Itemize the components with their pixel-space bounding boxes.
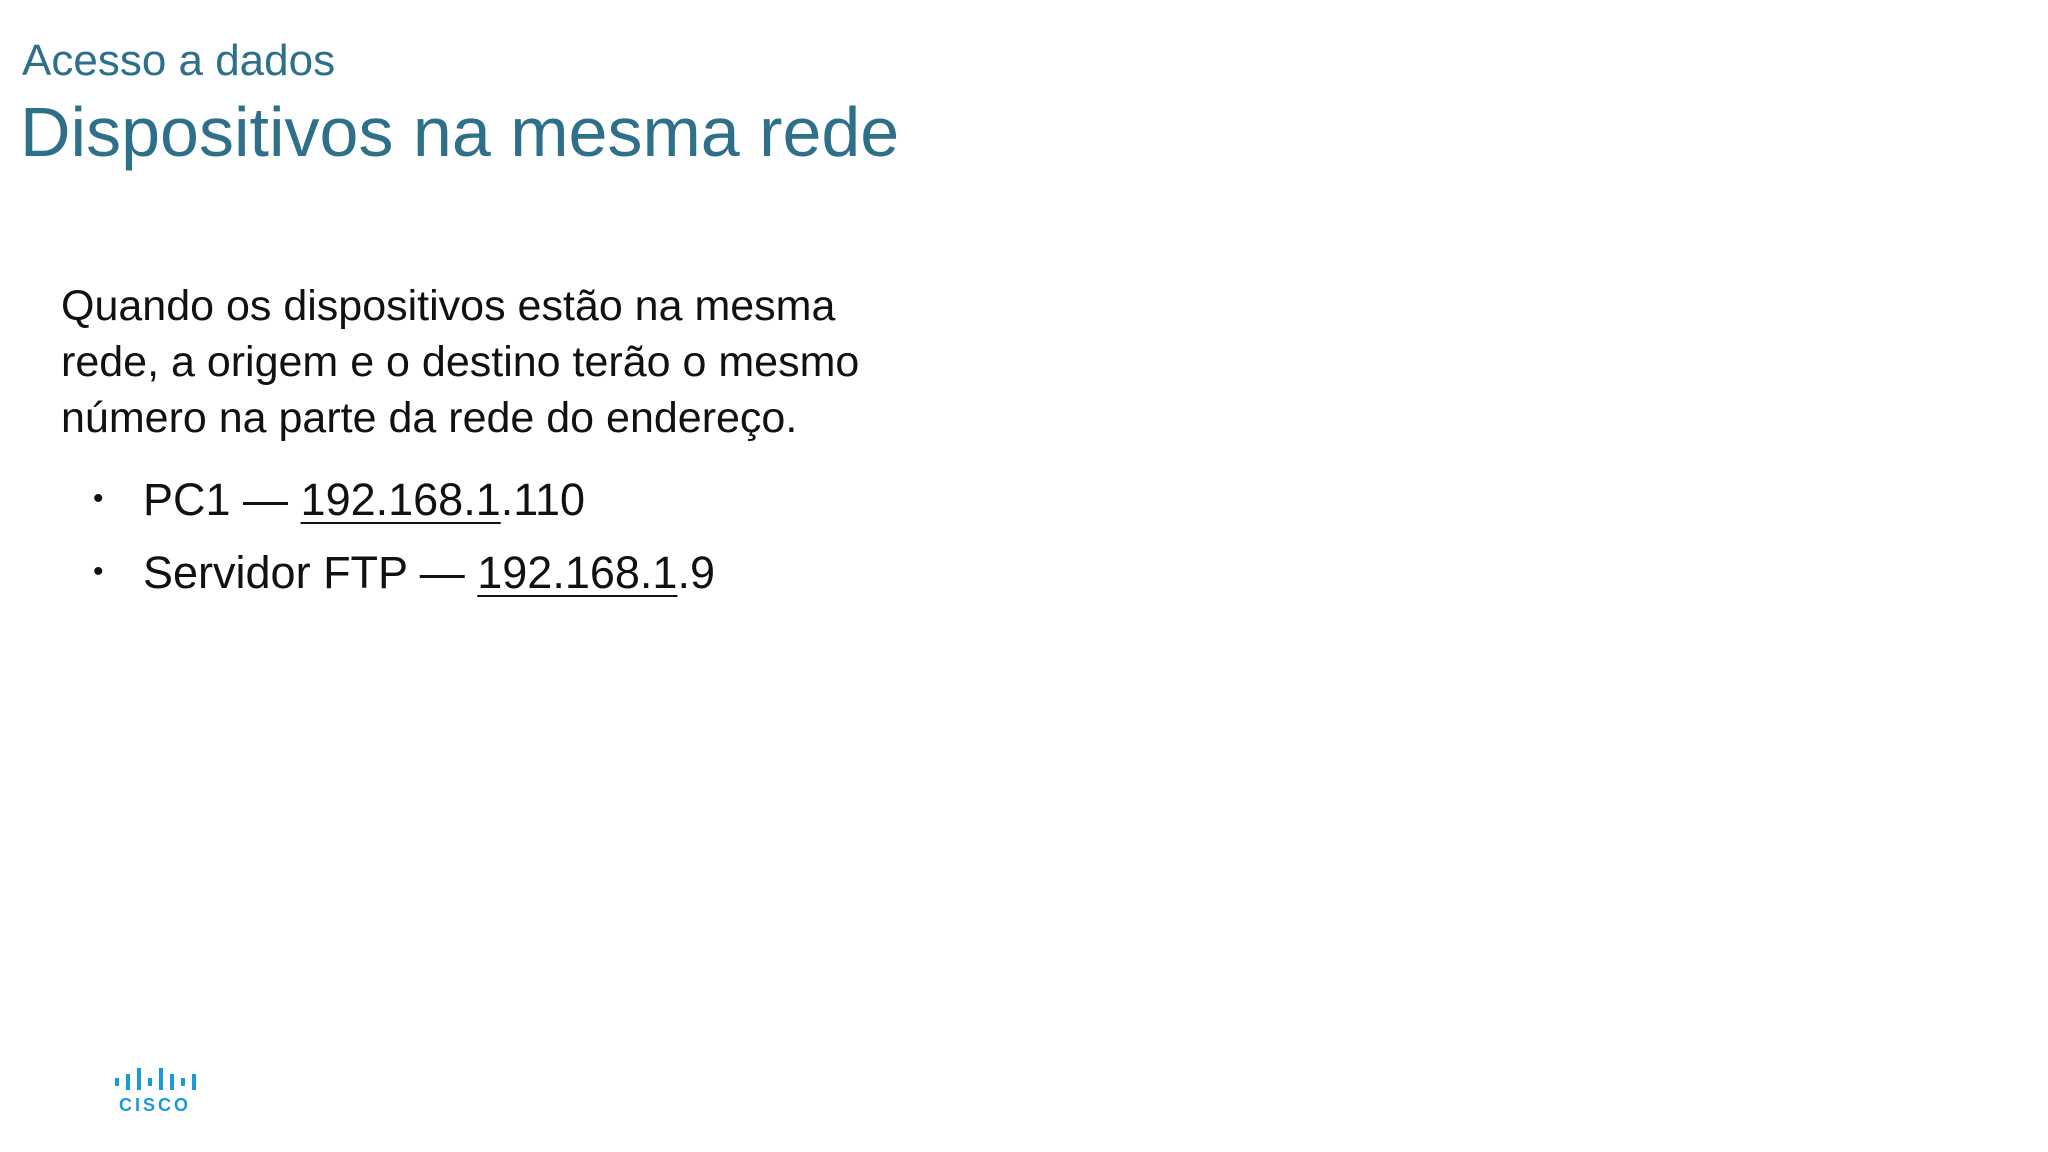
body-paragraph: Quando os dispositivos estão na mesma re…: [61, 282, 860, 442]
bullet-host-part: .9: [677, 547, 715, 598]
bullet-host-part: .110: [500, 474, 585, 525]
bullet-dot: •: [93, 555, 104, 589]
bullet-ftp-server: • Servidor FTP — 192.168.1.9: [93, 547, 715, 599]
cisco-logo-icon: CISCO: [115, 1068, 196, 1114]
logo-text: CISCO: [119, 1095, 191, 1114]
bullet-network-part: 192.168.1: [477, 547, 678, 598]
bullet-device: Servidor FTP —: [143, 547, 478, 598]
bullet-pc1: • PC1 — 192.168.1.110: [93, 474, 585, 526]
bullet-dot: •: [93, 482, 104, 516]
slide-kicker: Acesso a dados: [22, 36, 336, 85]
network-diagram: Data LinkEthernet Frame HeaderNetwork La…: [1040, 0, 2048, 1152]
slide-title: Dispositivos na mesma rede: [20, 93, 900, 171]
bullet-device: PC1 —: [143, 474, 301, 525]
bullet-network-part: 192.168.1: [300, 474, 501, 525]
